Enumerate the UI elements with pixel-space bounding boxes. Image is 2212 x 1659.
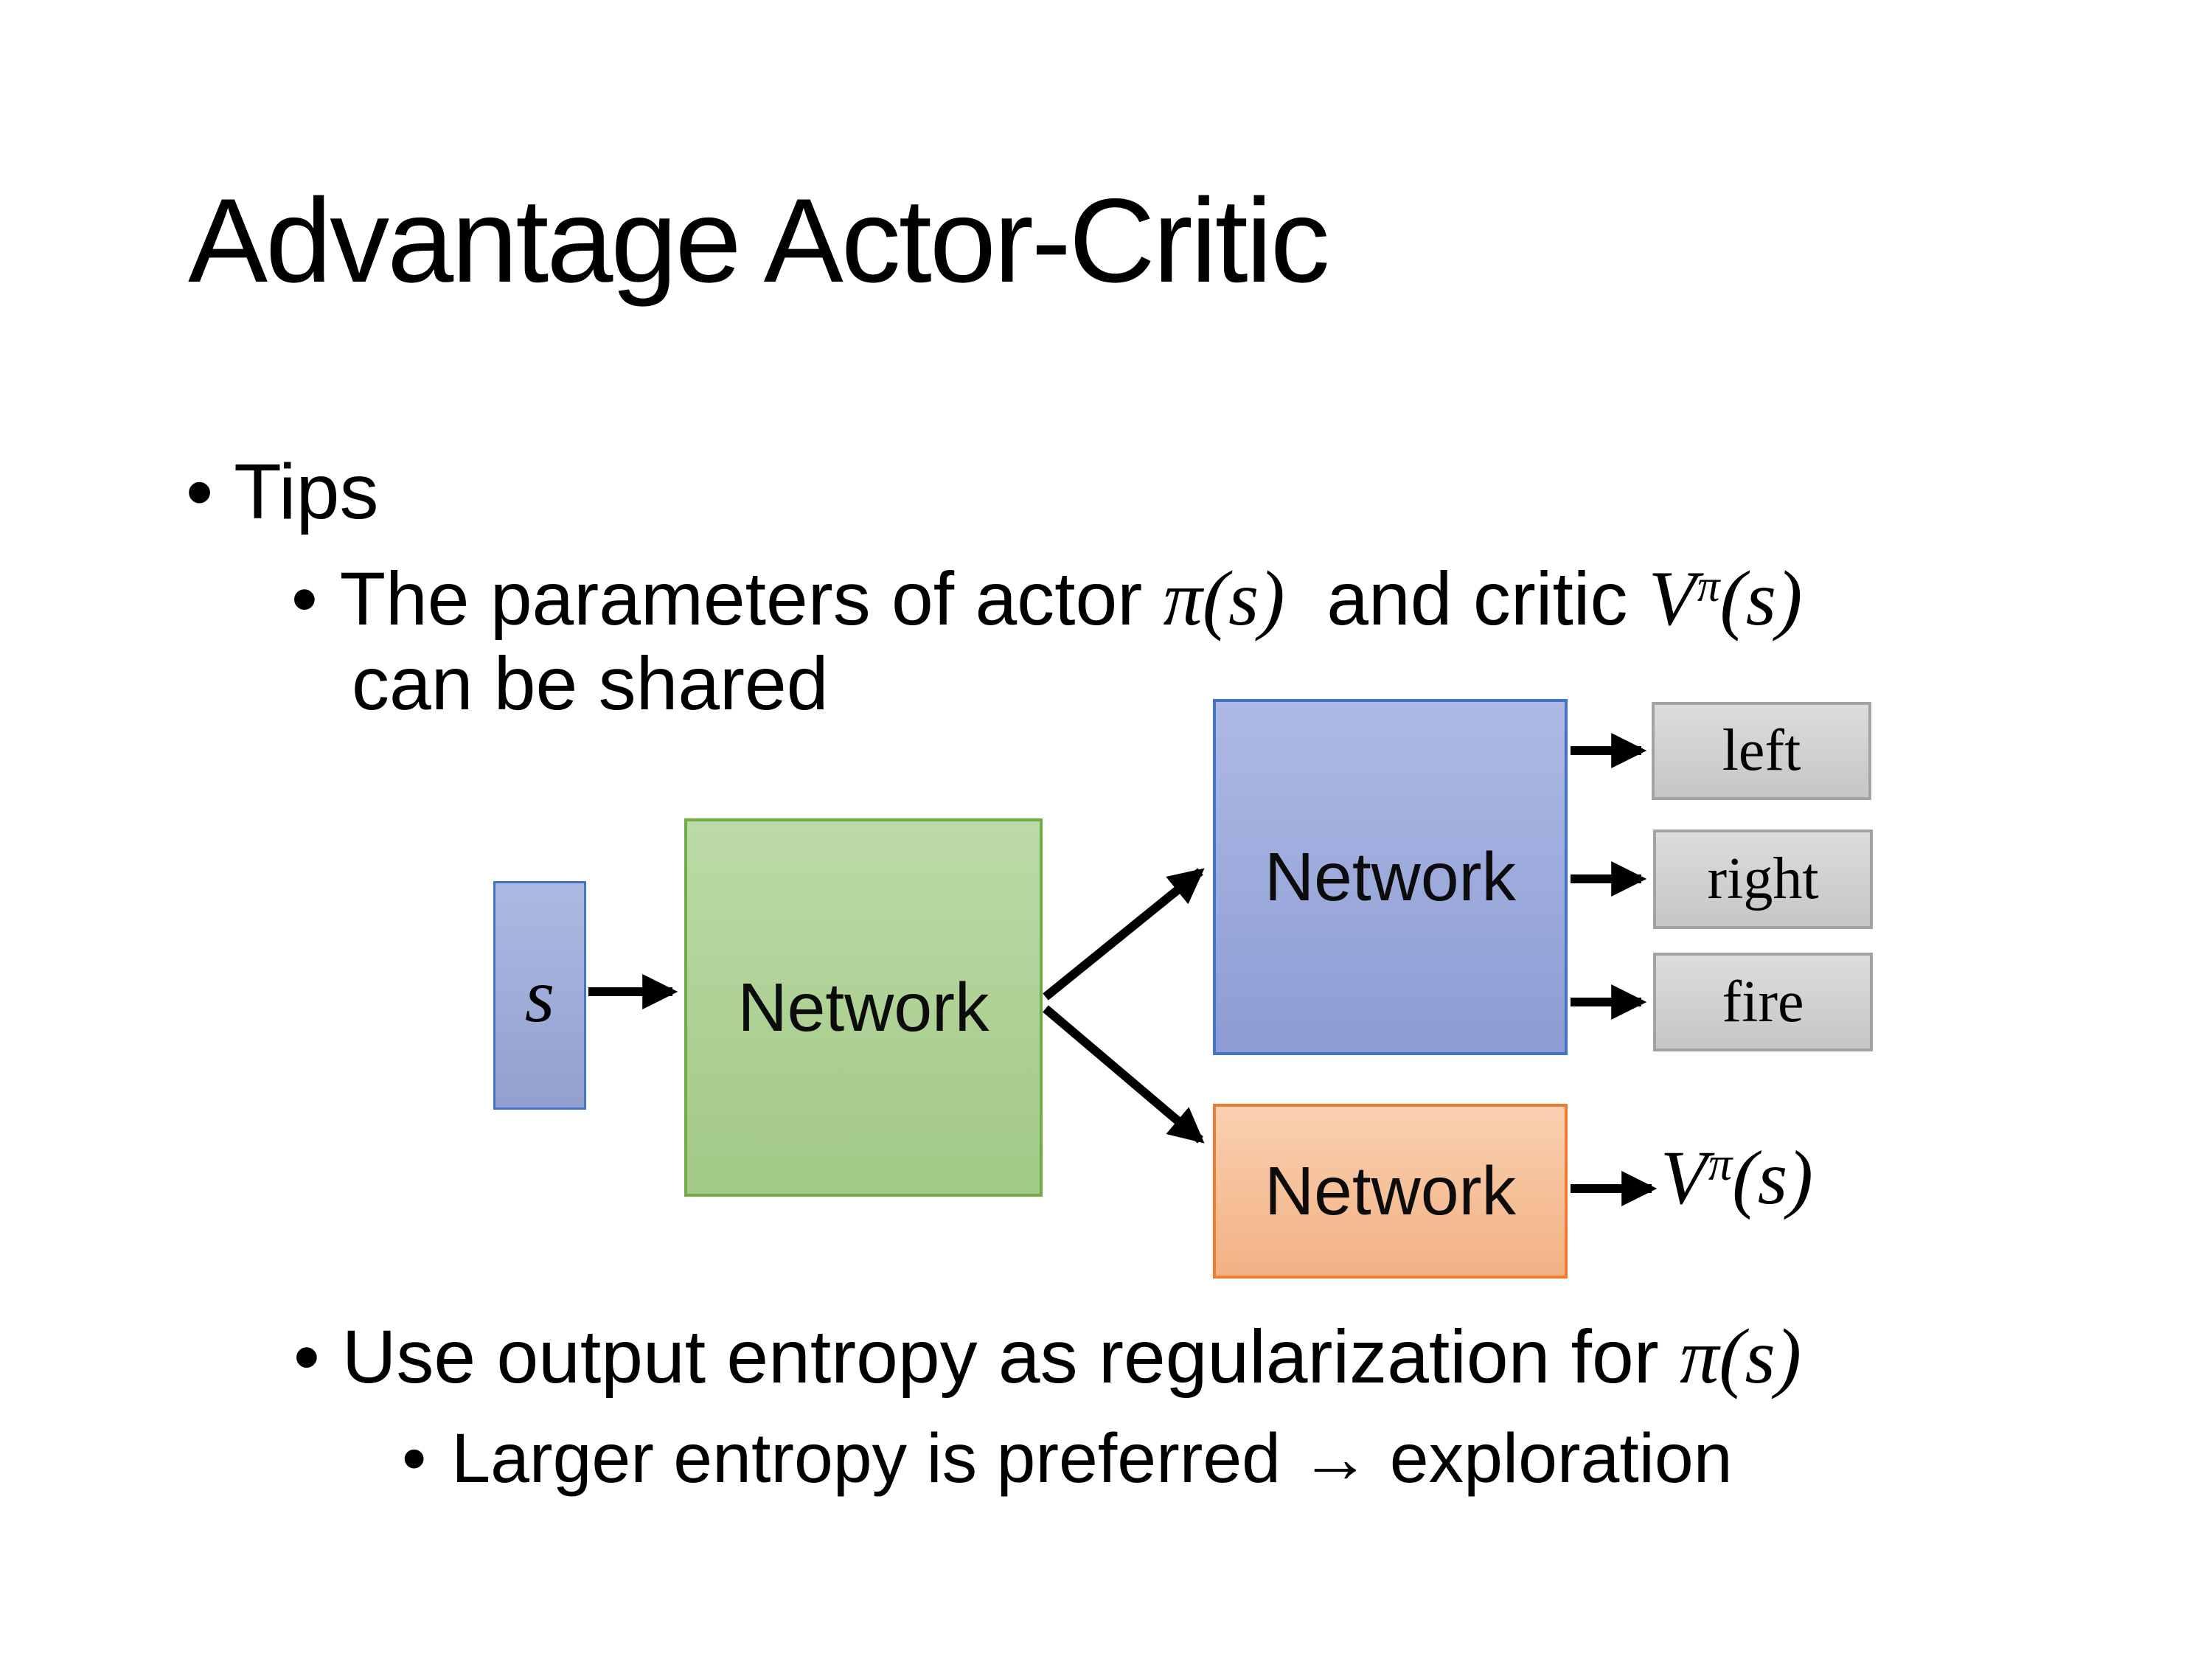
bullet-icon: • (291, 557, 318, 641)
bullet-exploration-text: Larger entropy is preferred → exploratio… (451, 1419, 1733, 1498)
bullet-tips-text: Tips (234, 448, 379, 535)
math-pi-s: π(s) (1163, 554, 1285, 641)
math-v-sup-pi: π (1708, 1137, 1733, 1190)
text-run: and critic (1284, 557, 1649, 641)
actor-network-label: Network (1264, 838, 1517, 915)
math-v-args: (s) (1732, 1135, 1813, 1220)
math-v-sup-pi: π (1697, 561, 1720, 612)
state-input-box: s (493, 881, 586, 1110)
math-v-args: (s) (1719, 554, 1803, 641)
bullet-parameters-line1: •The parameters of actor π(s) and critic… (291, 554, 1802, 642)
arrow-shared-to-critic (1043, 1005, 1205, 1144)
arrow-shared-to-actor (1043, 868, 1205, 1001)
state-label: s (524, 953, 555, 1038)
text-run: Use output entropy as regularization for (341, 1315, 1680, 1399)
shared-network-box: Network (684, 818, 1043, 1197)
action-box-left: left (1652, 702, 1871, 800)
bullet-icon: • (402, 1419, 427, 1498)
action-box-right: right (1653, 830, 1873, 929)
critic-network-label: Network (1264, 1152, 1517, 1229)
critic-network-box: Network (1213, 1104, 1568, 1279)
math-pi-s: π(s) (1680, 1312, 1802, 1399)
actor-network-box: Network (1213, 699, 1568, 1055)
bullet-icon: • (293, 1315, 320, 1399)
bullet-exploration: • Larger entropy is preferred → explorati… (402, 1419, 1733, 1498)
math-v-base: V (1648, 554, 1697, 641)
bullet-entropy: •Use output entropy as regularization fo… (293, 1312, 1801, 1400)
math-v-base: V (1660, 1135, 1708, 1220)
bullet-tips: •Tips (186, 448, 378, 536)
bullet-icon: • (186, 448, 214, 535)
bullet-parameters-line2: can be shared (352, 641, 829, 726)
page-title: Advantage Actor-Critic (188, 174, 1330, 307)
action-box-fire: fire (1653, 953, 1873, 1051)
value-output-label: Vπ(s) (1660, 1134, 1813, 1222)
text-run: The parameters of actor (339, 557, 1164, 641)
shared-network-label: Network (737, 969, 990, 1046)
